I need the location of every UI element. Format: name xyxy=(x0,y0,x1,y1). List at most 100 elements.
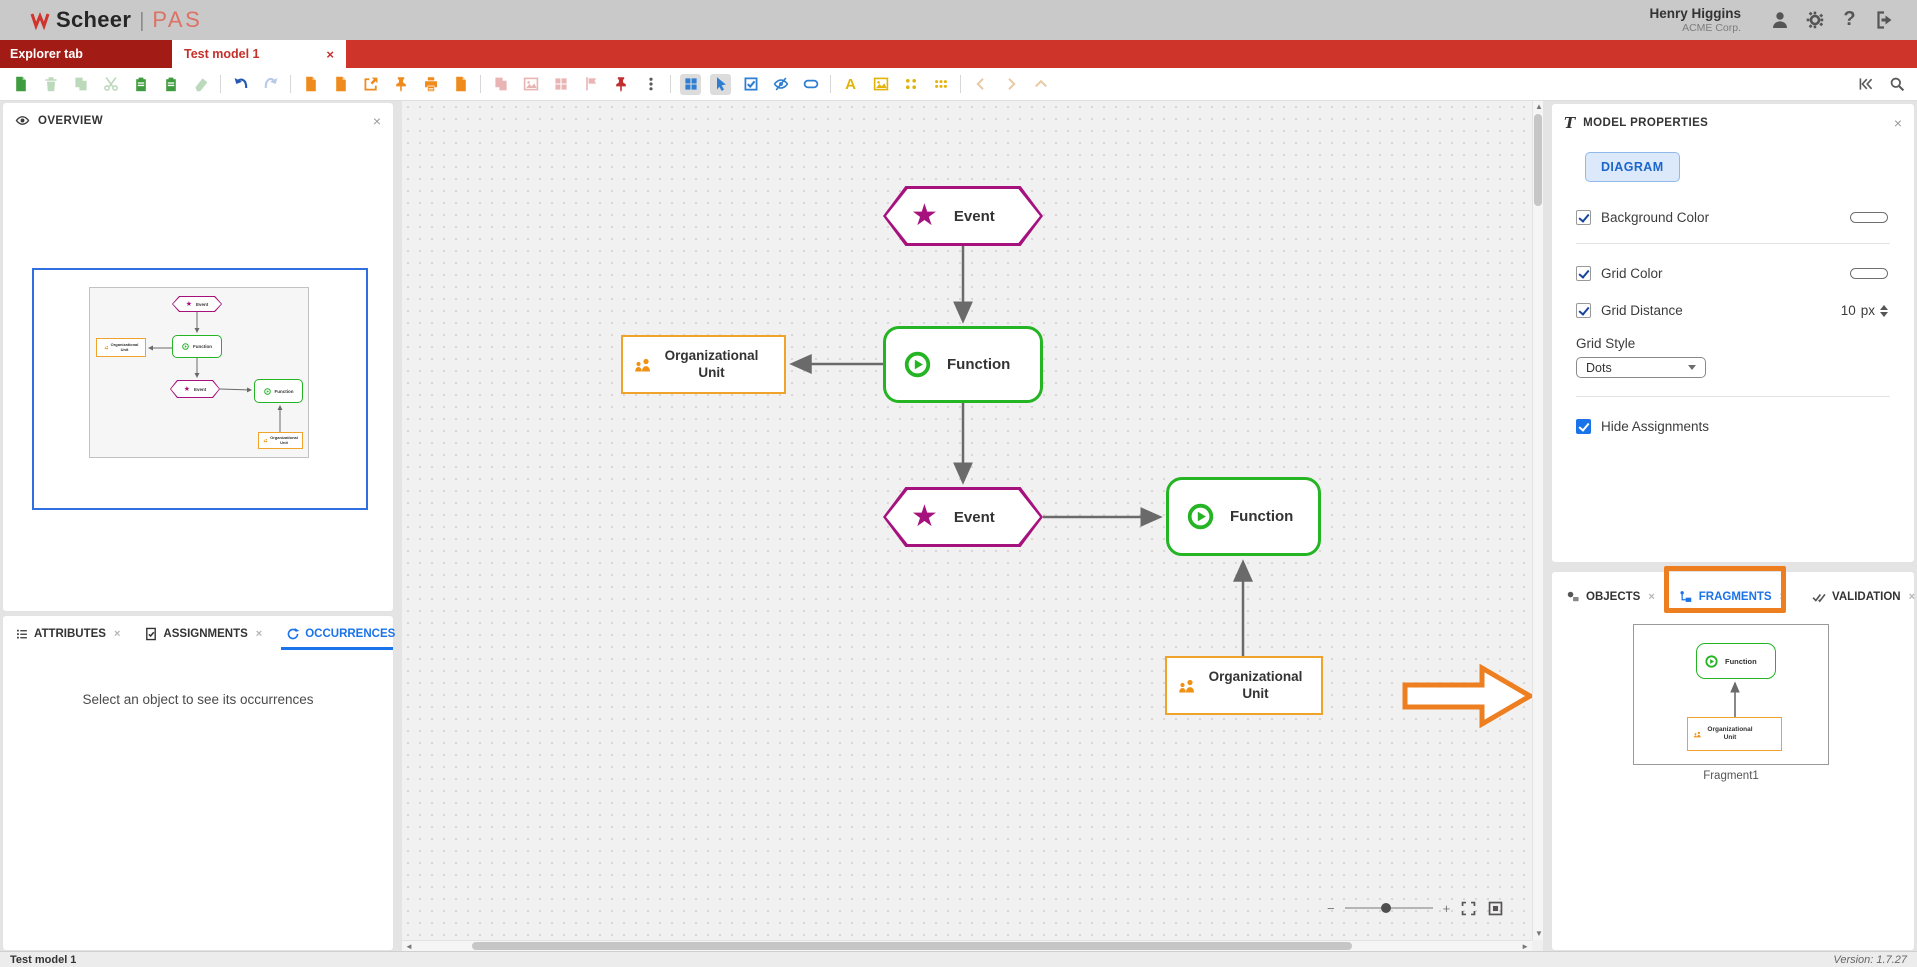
tab-close-icon[interactable]: × xyxy=(255,628,263,640)
grid-color-swatch[interactable] xyxy=(1850,268,1888,279)
disabled-copy-icon[interactable] xyxy=(490,74,511,95)
logout-icon[interactable] xyxy=(1874,9,1895,30)
vertical-scrollbar[interactable]: ▲ ▼ xyxy=(1532,101,1543,940)
layout-dots-icon[interactable] xyxy=(930,74,951,95)
tab-test-model[interactable]: Test model 1 × xyxy=(172,40,346,68)
node-event-2[interactable]: ★ Event xyxy=(883,487,1043,547)
paste-special-icon[interactable] xyxy=(160,74,181,95)
grid-color-checkbox[interactable] xyxy=(1576,266,1591,281)
nav-forward-icon[interactable] xyxy=(1000,74,1021,95)
collapse-toolbar-icon[interactable] xyxy=(1030,74,1051,95)
fragment-preview-card[interactable]: Function Organizational Unit xyxy=(1633,624,1829,765)
pin-red-icon[interactable] xyxy=(610,74,631,95)
tab-fragments[interactable]: FRAGMENTS × xyxy=(1679,590,1786,604)
settings-gear-icon[interactable] xyxy=(1804,9,1825,30)
import-file-icon[interactable] xyxy=(330,74,351,95)
tab-close-icon[interactable]: × xyxy=(1908,591,1916,603)
tab-explorer[interactable]: Explorer tab xyxy=(0,40,172,68)
paste-icon[interactable] xyxy=(130,74,151,95)
nav-back-icon[interactable] xyxy=(970,74,991,95)
disabled-image-icon[interactable] xyxy=(520,74,541,95)
insert-image-icon[interactable] xyxy=(870,74,891,95)
background-color-checkbox[interactable] xyxy=(1576,210,1591,225)
tab-occurrences[interactable]: OCCURRENCES × xyxy=(284,627,412,647)
overview-minimap-viewport[interactable]: ★Event Function Organizational Unit ★Eve… xyxy=(32,268,368,510)
fit-to-screen-icon[interactable] xyxy=(1487,900,1504,917)
node-orgunit-1[interactable]: Organizational Unit xyxy=(621,335,786,394)
collapse-panel-icon[interactable] xyxy=(1855,74,1876,95)
fragment-node-function: Function xyxy=(1696,643,1776,679)
grid-distance-value[interactable]: 10 xyxy=(1840,303,1856,318)
tab-close-icon[interactable]: × xyxy=(1779,591,1787,603)
hide-elements-icon[interactable] xyxy=(770,74,791,95)
select-mode-icon[interactable] xyxy=(710,73,731,95)
horizontal-scrollbar[interactable]: ◄ ► xyxy=(402,940,1532,951)
delete-icon[interactable] xyxy=(40,74,61,95)
star-icon: ★ xyxy=(911,500,938,533)
tab-close-icon[interactable]: × xyxy=(326,46,334,62)
tab-validation[interactable]: VALIDATION × xyxy=(1812,590,1915,604)
document-check-icon xyxy=(144,627,158,641)
new-model-icon[interactable] xyxy=(10,74,31,95)
scroll-right-arrow[interactable]: ► xyxy=(1521,942,1529,951)
background-color-swatch[interactable] xyxy=(1850,212,1888,223)
active-tab-underline xyxy=(281,647,393,650)
grid-distance-checkbox[interactable] xyxy=(1576,303,1591,318)
node-event-1[interactable]: ★ Event xyxy=(883,186,1043,246)
diagram-canvas[interactable]: ★ Event Function Organizational Unit ★ E… xyxy=(402,101,1532,940)
zoom-slider[interactable] xyxy=(1344,903,1433,913)
export-file-icon[interactable] xyxy=(300,74,321,95)
undo-icon[interactable] xyxy=(230,74,251,95)
tab-assignments[interactable]: ASSIGNMENTS × xyxy=(142,627,264,647)
model-properties-close-icon[interactable]: × xyxy=(1893,115,1902,131)
search-icon[interactable] xyxy=(1886,74,1907,95)
zoom-in-button[interactable]: + xyxy=(1442,900,1451,916)
stepper-up-icon[interactable] xyxy=(1880,304,1888,310)
disabled-flag-icon[interactable] xyxy=(580,74,601,95)
people-icon xyxy=(1177,676,1197,696)
horizontal-scroll-thumb[interactable] xyxy=(472,942,1352,950)
open-external-icon[interactable] xyxy=(360,74,381,95)
overview-header: OVERVIEW × xyxy=(3,103,393,138)
diagram-button[interactable]: DIAGRAM xyxy=(1585,152,1680,182)
more-vertical-icon[interactable] xyxy=(640,74,661,95)
node-orgunit-2[interactable]: Organizational Unit xyxy=(1165,656,1323,715)
node-label: Event xyxy=(953,207,995,225)
text-style-icon[interactable]: A xyxy=(845,75,856,93)
grid-distance-row: Grid Distance 10 px xyxy=(1552,303,1914,318)
eraser-icon[interactable] xyxy=(190,74,211,95)
align-dots-icon[interactable] xyxy=(900,74,921,95)
print-icon[interactable] xyxy=(420,74,441,95)
zoom-slider-knob[interactable] xyxy=(1380,903,1391,913)
help-icon[interactable]: ? xyxy=(1843,8,1856,31)
tab-attributes-label: ATTRIBUTES xyxy=(34,628,106,640)
tab-close-icon[interactable]: × xyxy=(1648,591,1655,603)
stepper-arrows[interactable] xyxy=(1880,304,1888,317)
multi-select-icon[interactable] xyxy=(740,74,761,95)
zoom-out-button[interactable]: − xyxy=(1327,900,1335,916)
cut-icon[interactable] xyxy=(100,74,121,95)
node-function-1[interactable]: Function xyxy=(883,326,1043,403)
tab-objects[interactable]: OBJECTS × xyxy=(1566,590,1655,604)
disabled-grid-icon[interactable] xyxy=(550,74,571,95)
user-profile-icon[interactable] xyxy=(1769,9,1790,30)
scroll-up-arrow[interactable]: ▲ xyxy=(1535,102,1543,111)
scroll-down-arrow[interactable]: ▼ xyxy=(1535,929,1543,938)
overview-close-icon[interactable]: × xyxy=(372,112,381,129)
model-properties-header: T MODEL PROPERTIES × xyxy=(1552,104,1914,142)
redo-icon[interactable] xyxy=(260,74,281,95)
toggle-grid-icon[interactable] xyxy=(680,73,701,95)
fullscreen-icon[interactable] xyxy=(1460,900,1477,917)
pin-model-icon[interactable] xyxy=(390,74,411,95)
duplicate-icon[interactable] xyxy=(70,74,91,95)
tab-attributes[interactable]: ATTRIBUTES × xyxy=(13,627,122,647)
node-function-2[interactable]: Function xyxy=(1166,477,1321,556)
connection-mode-icon[interactable] xyxy=(800,74,821,95)
report-file-icon[interactable] xyxy=(450,74,471,95)
vertical-scroll-thumb[interactable] xyxy=(1534,114,1542,206)
grid-style-select[interactable]: Dots xyxy=(1576,357,1706,378)
scroll-left-arrow[interactable]: ◄ xyxy=(405,942,413,951)
tab-close-icon[interactable]: × xyxy=(113,628,121,640)
stepper-down-icon[interactable] xyxy=(1880,311,1888,317)
hide-assignments-checkbox[interactable] xyxy=(1576,419,1591,434)
